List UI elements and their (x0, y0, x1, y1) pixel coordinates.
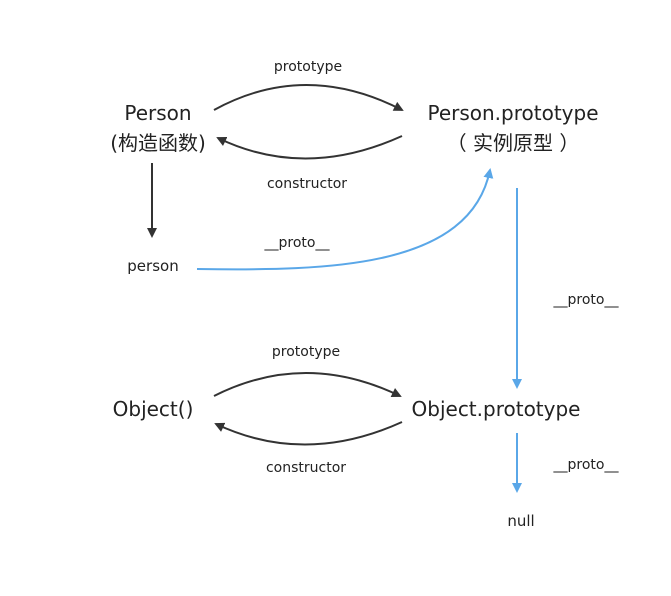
edge-label-object-prototype: prototype (271, 344, 341, 360)
edge-label-person-proto: __proto__ (264, 235, 330, 251)
arrow-prototype-to-person-constructor (216, 135, 403, 160)
node-person-prototype-name: Person.prototype (427, 101, 599, 125)
node-object-constructor: Object() (112, 397, 194, 421)
node-person-prototype: Person.prototype （ 实例原型 ） (427, 101, 598, 156)
node-null: null (507, 512, 535, 530)
edge-label-person-constructor: constructor (266, 176, 348, 192)
edge-label-person-prototype: prototype (273, 59, 343, 75)
arrow-object-prototype-to-object-constructor (214, 421, 403, 446)
arrow-person-to-prototype (213, 84, 404, 111)
node-person-constructor: Person (构造函数) (110, 101, 206, 156)
arrow-instance-proto-to-person-prototype (196, 168, 494, 271)
node-person-constructor-subtitle: (构造函数) (110, 131, 206, 155)
node-object-prototype: Object.prototype (411, 397, 581, 421)
node-person-prototype-subtitle: （ 实例原型 ） (446, 131, 580, 155)
edge-label-object-prototype-proto: __proto__ (553, 457, 619, 473)
node-person-instance: person (127, 257, 179, 275)
edge-label-object-constructor: constructor (265, 460, 347, 476)
node-person-constructor-name: Person (124, 101, 192, 125)
arrow-object-to-prototype (213, 372, 402, 398)
edge-label-person-prototype-proto: __proto__ (553, 292, 619, 308)
